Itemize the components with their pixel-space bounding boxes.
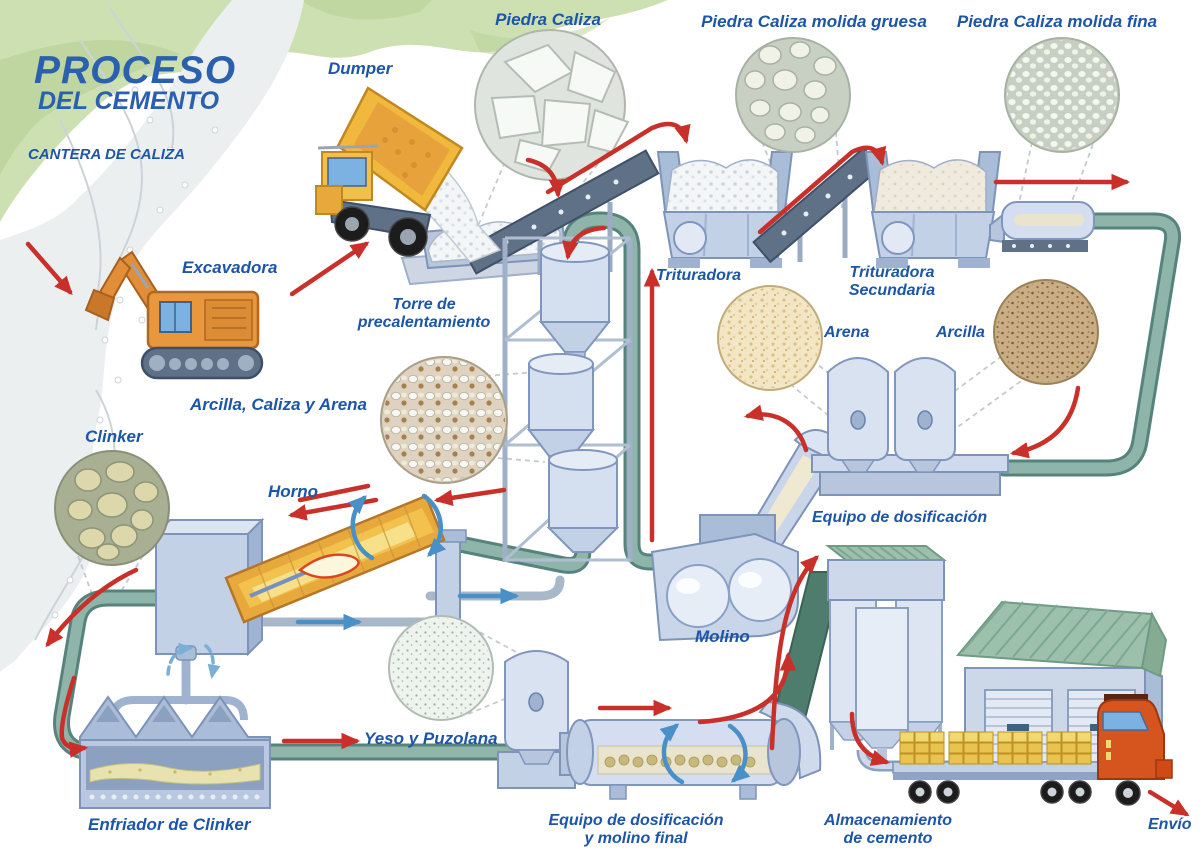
label-molino: Molino — [695, 627, 750, 646]
secondary-crusher — [864, 151, 1002, 268]
cement-bags — [899, 731, 1092, 765]
label-trituradora: Trituradora — [656, 267, 742, 284]
truck-wheels — [908, 780, 1141, 806]
sample-clinker — [54, 450, 170, 566]
label-equipo-dosificacion: Equipo de dosificación — [812, 509, 988, 526]
label-piedra-caliza-molida-gruesa: Piedra Caliza molida gruesa — [701, 12, 927, 31]
final-mill — [559, 700, 822, 800]
label-enfriador-clinker: Enfriador de Clinker — [88, 815, 251, 834]
label-clinker: Clinker — [85, 427, 143, 446]
clay-tank — [894, 357, 956, 473]
truck-cab — [1097, 694, 1173, 780]
gypsum-hopper — [497, 650, 576, 789]
label-envio: Envío — [1148, 816, 1192, 833]
cement-storage-silos — [825, 545, 972, 772]
delivery-truck — [892, 694, 1173, 806]
page-title: PROCESO — [34, 49, 237, 92]
sand-tank — [827, 357, 889, 473]
label-trituradora-secundaria: Trituradora Secundaria — [848, 264, 936, 299]
label-arcilla: Arcilla — [936, 324, 985, 341]
primary-crusher — [656, 151, 794, 268]
dosing-station — [811, 357, 1009, 496]
rotary-kiln — [224, 494, 446, 624]
cyclone-3 — [546, 449, 620, 553]
sample-sand — [717, 285, 823, 391]
label-piedra-caliza: Piedra Caliza — [495, 10, 601, 29]
flow-arrows-red — [25, 121, 1190, 817]
label-yeso-puzolana: Yeso y Puzolana — [364, 729, 498, 748]
conveyor-2 — [752, 146, 882, 264]
sample-raw-mix — [380, 356, 508, 484]
sample-gypsum-pozzolan — [388, 615, 494, 721]
clinker-cooler — [79, 645, 271, 809]
label-dumper: Dumper — [328, 59, 393, 78]
label-cantera-de-caliza: CANTERA DE CALIZA — [28, 146, 185, 163]
label-almacenamiento-cemento: Almacenamiento de cemento — [823, 812, 953, 847]
label-torre-precalentamiento: Torre de precalentamiento — [357, 296, 491, 331]
label-equipo-dosificacion-molino-final: Equipo de dosificación y molino final — [548, 812, 724, 847]
flow-arrows-blue — [166, 493, 751, 785]
sample-clay — [993, 279, 1099, 385]
sample-limestone — [474, 29, 630, 181]
label-arena: Arena — [824, 324, 870, 341]
label-excavadora: Excavadora — [182, 258, 278, 277]
sample-limestone-coarse — [735, 37, 851, 153]
label-arcilla-caliza-arena: Arcilla, Caliza y Arena — [190, 395, 368, 414]
cyclone-1 — [538, 241, 612, 367]
fine-grinder — [989, 201, 1095, 252]
dumper-truck — [315, 86, 502, 263]
label-piedra-caliza-molida-fina: Piedra Caliza molida fina — [956, 12, 1158, 31]
sample-limestone-fine — [1004, 37, 1120, 153]
preheater-tower — [502, 236, 633, 562]
label-horno: Horno — [268, 482, 319, 501]
excavator — [84, 250, 264, 380]
page-subtitle: DEL CEMENTO — [38, 87, 220, 115]
